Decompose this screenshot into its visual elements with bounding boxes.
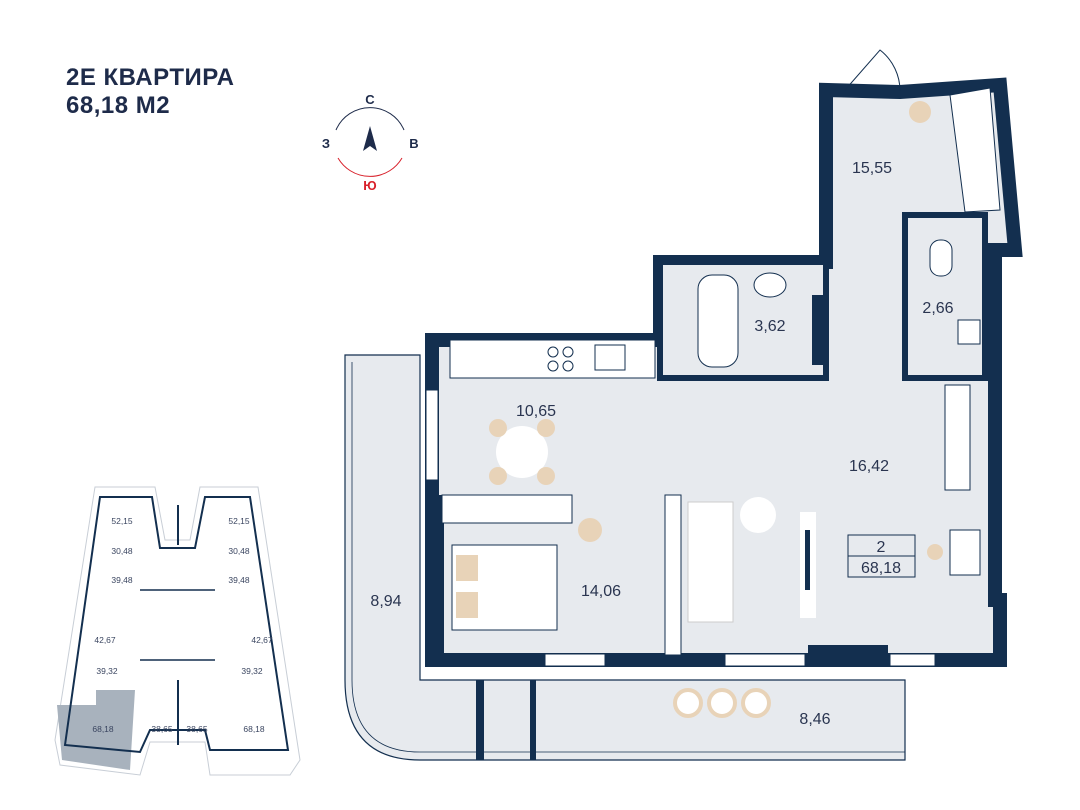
- room-area-bathroom: 3,62: [754, 318, 785, 335]
- wardrobe: [949, 87, 1001, 213]
- window: [425, 389, 439, 481]
- bathroom-walls: [657, 259, 829, 381]
- wall-block: [812, 295, 828, 365]
- balcony-chair: [741, 688, 771, 718]
- window: [889, 653, 936, 667]
- room-area-balcony-left: 8,94: [370, 593, 401, 610]
- compass: С З В Ю: [322, 92, 419, 193]
- sofa: [687, 501, 734, 623]
- compass-south-arc: [337, 157, 403, 177]
- partition: [664, 494, 682, 656]
- dining-table: [496, 426, 548, 478]
- room-area-living: 16,42: [849, 458, 889, 475]
- floor-minimap: 52,15 52,15 30,48 30,48 39,48 39,48 42,6…: [54, 486, 301, 776]
- desk: [949, 529, 981, 576]
- room-area-kitchen: 10,65: [516, 403, 556, 420]
- room-area-balcony-bottom: 8,46: [799, 711, 830, 728]
- sink: [753, 272, 787, 298]
- plant: [909, 101, 931, 123]
- wc-sink: [957, 319, 981, 345]
- chair: [489, 467, 507, 485]
- balcony: [344, 354, 906, 761]
- apartment-title: 2Е КВАРТИРА 68,18 М2: [66, 64, 234, 120]
- kitchen-counter: [449, 339, 656, 379]
- minimap-unit[interactable]: 42,67: [251, 635, 273, 645]
- chair: [537, 419, 555, 437]
- pillar: [530, 680, 536, 760]
- minimap-unit[interactable]: 30,48: [111, 546, 133, 556]
- stove-burner: [562, 360, 574, 372]
- minimap-unit[interactable]: 42,67: [94, 635, 116, 645]
- compass-east: В: [409, 136, 418, 151]
- tv: [805, 530, 810, 590]
- wc-walls: [902, 212, 988, 381]
- minimap-unit[interactable]: 52,15: [228, 516, 250, 526]
- room-area-wc: 2,66: [922, 300, 953, 317]
- kitchen-sink: [594, 344, 626, 371]
- entrance-door: [844, 49, 901, 93]
- chair: [537, 467, 555, 485]
- balcony-table: [707, 688, 737, 718]
- minimap-unit[interactable]: 30,48: [228, 546, 250, 556]
- minimap-unit-selected[interactable]: 68,18: [92, 724, 114, 734]
- minimap-unit[interactable]: 38,65: [186, 724, 208, 734]
- compass-north-arc: [335, 107, 405, 131]
- apartment-number: 2: [877, 539, 886, 556]
- minimap-unit[interactable]: 68,18: [243, 724, 265, 734]
- window: [724, 653, 806, 667]
- balcony-rail: [351, 362, 905, 753]
- room-area-hall-top: 15,55: [852, 160, 892, 177]
- compass-north: С: [365, 92, 375, 107]
- bathtub: [697, 274, 739, 368]
- apartment-type: 2Е КВАРТИРА: [66, 64, 235, 91]
- north-arrow-icon: [363, 126, 377, 151]
- wardrobe: [944, 384, 971, 491]
- apartment-badge-area: 68,18: [861, 560, 901, 577]
- minimap-unit[interactable]: 39,48: [111, 575, 133, 585]
- stove-burner: [562, 346, 574, 358]
- storage: [441, 494, 573, 524]
- armchair: [578, 518, 602, 542]
- window: [544, 653, 606, 667]
- stove-burner: [547, 346, 559, 358]
- balcony-chair: [673, 688, 703, 718]
- apartment-badge: 2 68,18: [847, 534, 916, 578]
- toilet: [929, 239, 953, 277]
- compass-south: Ю: [363, 178, 376, 193]
- stove-burner: [547, 360, 559, 372]
- apartment-area: 68,18 М2: [66, 92, 171, 119]
- pillar: [476, 680, 484, 760]
- wall: [432, 495, 444, 660]
- pillow: [456, 555, 478, 581]
- minimap-unit[interactable]: 39,32: [96, 666, 118, 676]
- minimap-unit[interactable]: 52,15: [111, 516, 133, 526]
- wall: [808, 645, 888, 665]
- minimap-unit[interactable]: 39,48: [228, 575, 250, 585]
- minimap-unit[interactable]: 39,32: [241, 666, 263, 676]
- chair: [489, 419, 507, 437]
- pillow: [456, 592, 478, 618]
- compass-west: З: [322, 136, 330, 151]
- coffee-table: [740, 497, 776, 533]
- desk-chair: [927, 544, 943, 560]
- room-area-bedroom: 14,06: [581, 583, 621, 600]
- minimap-unit[interactable]: 38,65: [151, 724, 173, 734]
